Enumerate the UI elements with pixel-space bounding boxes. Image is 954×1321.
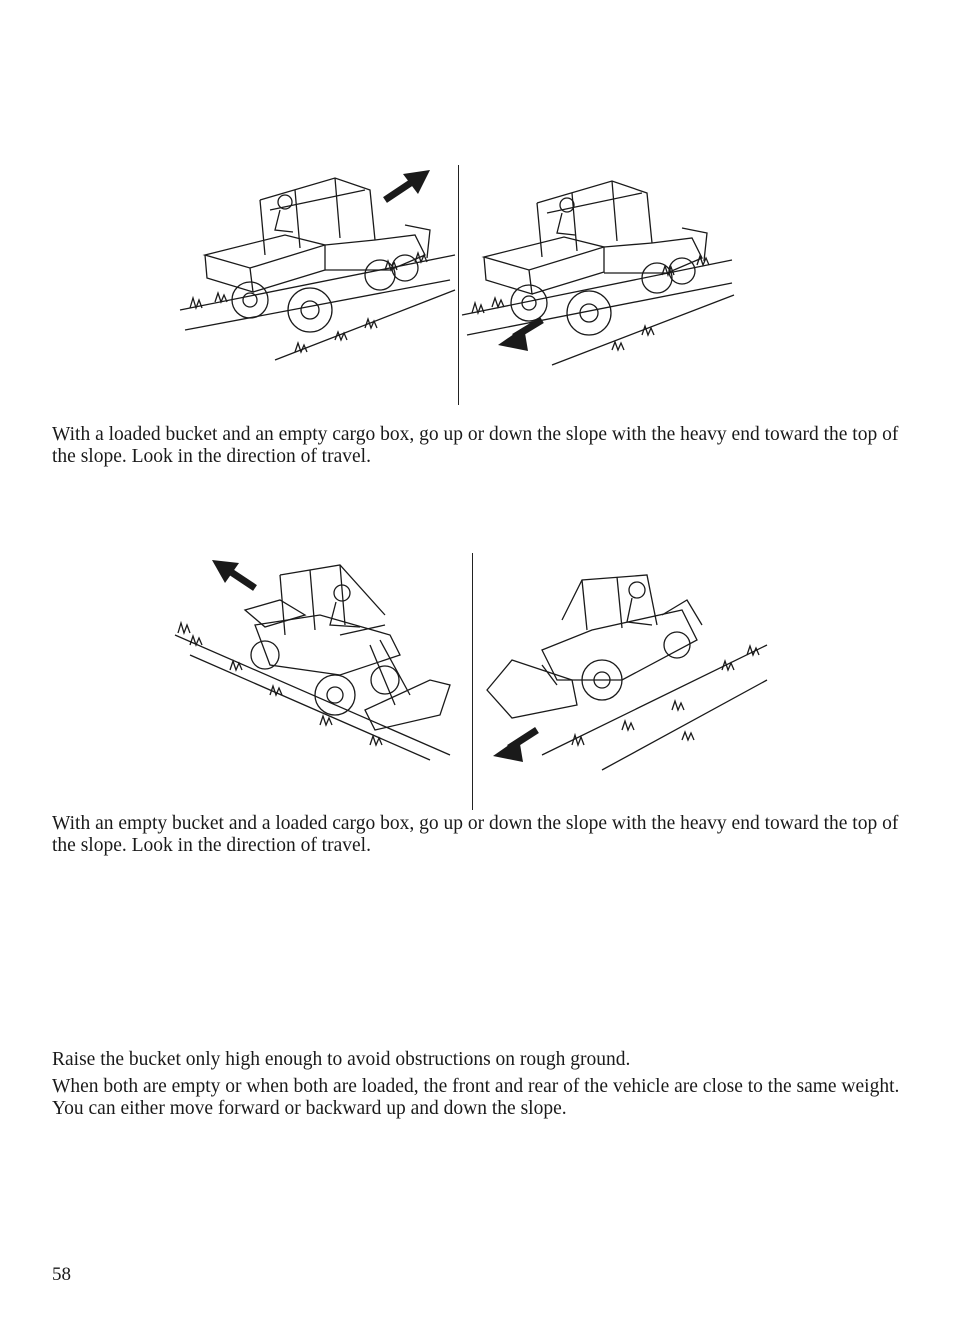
illustration-loaded-bucket-uphill [179,170,456,361]
paragraph-raise-bucket: Raise the bucket only high enough to avo… [52,1049,631,1070]
figure-divider [458,165,459,405]
illustration-loaded-bucket-downhill [461,180,735,366]
illustration-empty-bucket-downhill [486,574,768,771]
paragraph-empty-bucket: With an empty bucket and a loaded cargo … [52,813,899,856]
figure-divider [472,553,473,810]
page-number: 58 [52,1264,71,1285]
illustration-empty-bucket-uphill [174,560,451,761]
arrow-down-left-icon [493,727,539,762]
arrow-up-right-icon [383,170,430,203]
arrow-up-left-icon [212,560,257,591]
paragraph-loaded-bucket: With a loaded bucket and an empty cargo … [52,424,899,467]
arrow-down-left-icon [498,317,544,351]
paragraph-both-same-weight: When both are empty or when both are loa… [52,1076,900,1119]
